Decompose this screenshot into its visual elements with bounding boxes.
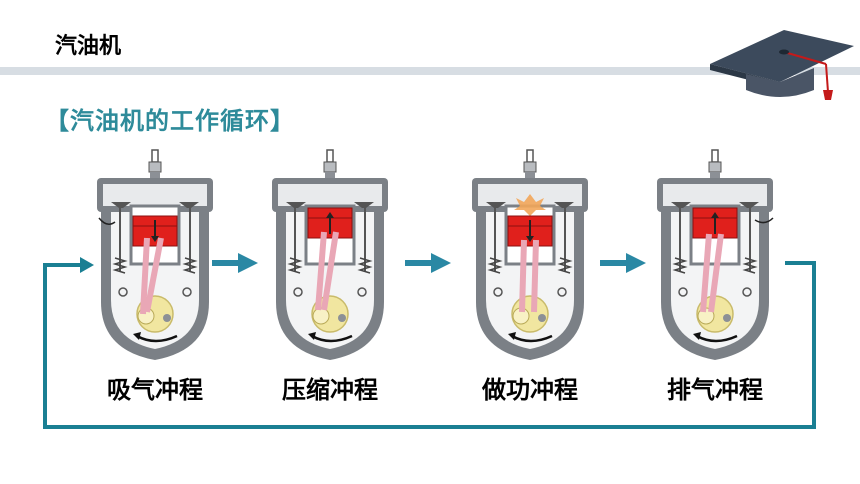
cycle-loop-arrowhead — [80, 257, 94, 273]
cycle-loop-connector — [43, 261, 816, 429]
flow-arrow — [600, 253, 646, 273]
header-divider — [0, 67, 860, 75]
stage-label-power: 做功冲程 — [482, 376, 578, 404]
stage-label-exhaust: 排气冲程 — [667, 376, 763, 404]
flow-arrow — [405, 253, 451, 273]
section-heading: 【汽油机的工作循环】 — [45, 107, 295, 135]
engine-exhaust — [655, 148, 775, 362]
stage-label-compression: 压缩冲程 — [282, 376, 378, 404]
graduation-cap-icon — [710, 30, 854, 100]
engine-power — [470, 148, 590, 362]
stage-label-intake: 吸气冲程 — [107, 376, 203, 404]
flow-arrow — [212, 253, 258, 273]
engine-intake — [95, 148, 215, 362]
page-title: 汽油机 — [55, 34, 122, 59]
engine-compression — [270, 148, 390, 362]
